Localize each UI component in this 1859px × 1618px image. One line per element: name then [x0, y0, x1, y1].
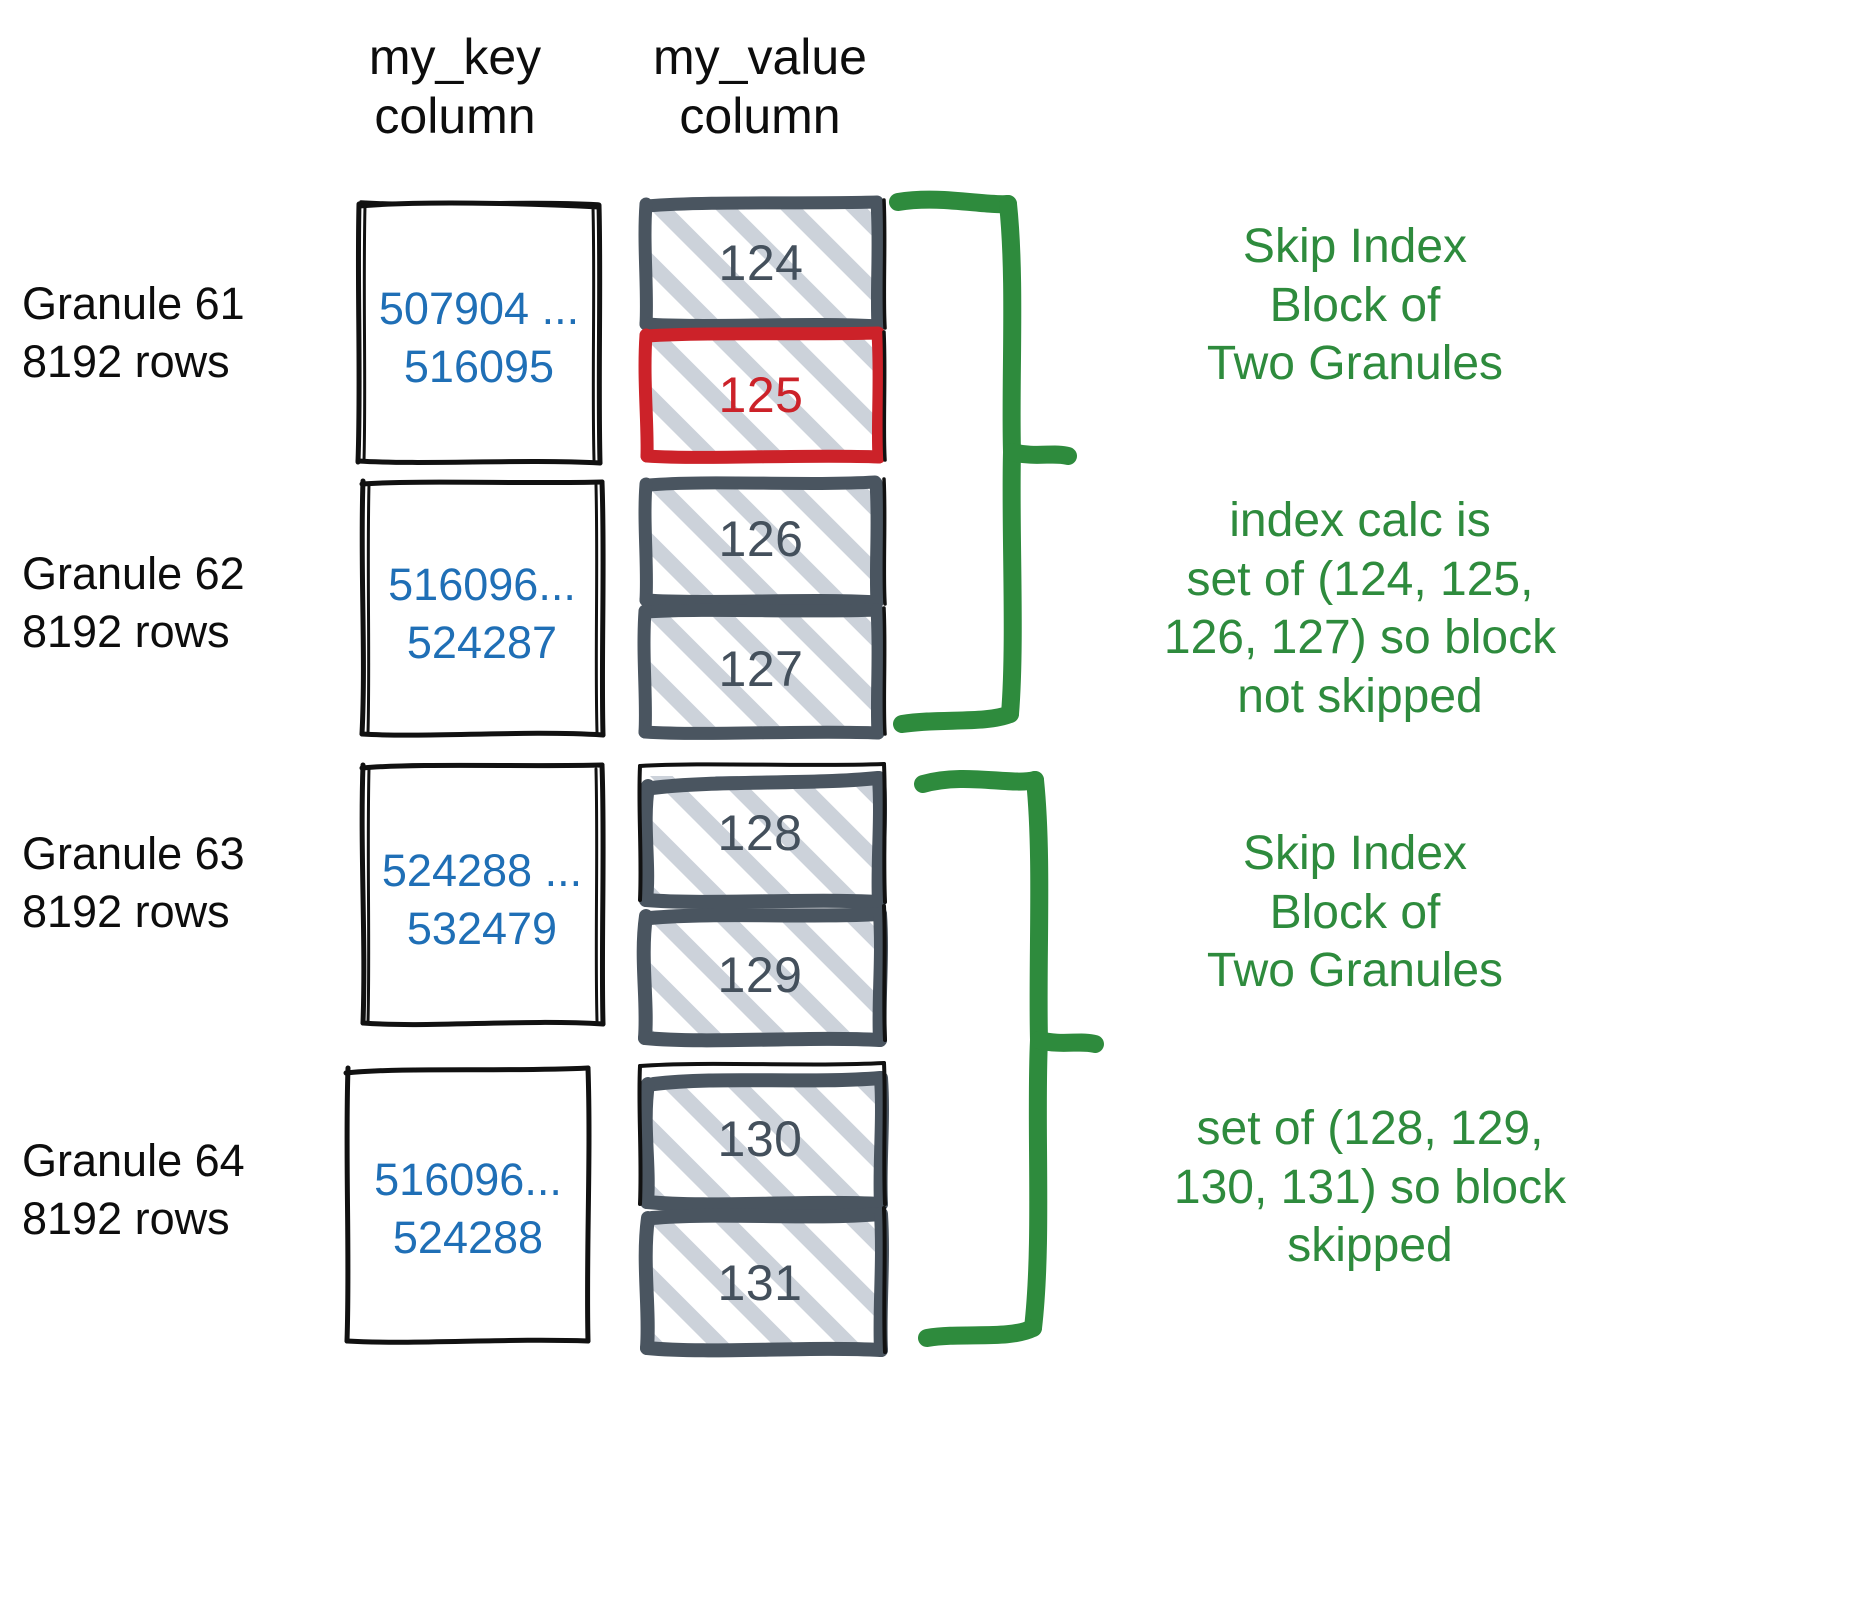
value-box-127: 127 [637, 603, 887, 740]
granule-label-61: Granule 61 8192 rows [22, 278, 245, 387]
key-range-granule-61: 507904 ... 516095 [378, 283, 580, 392]
value-label-131: 131 [717, 1255, 803, 1311]
granule-label-63: Granule 63 8192 rows [22, 828, 245, 937]
skip-index-bracket-bottom [914, 762, 1125, 1352]
key-range-granule-62: 516096... 524287 [388, 559, 576, 668]
column-header-my-value: my_value column [653, 29, 867, 144]
value-box-131: 131 [634, 1206, 889, 1358]
key-box-granule-63: 524288 ... 532479 [358, 760, 606, 1028]
annotation-skip-index-block-top: Skip Index Block of Two Granules [1206, 220, 1504, 391]
value-box-126: 126 [637, 475, 887, 609]
value-label-130: 130 [717, 1111, 803, 1167]
value-label-128: 128 [717, 805, 803, 861]
value-box-128: 128 [634, 760, 887, 909]
key-box-granule-61: 507904 ... 516095 [355, 198, 603, 466]
column-header-my-key: my_key column [368, 29, 542, 144]
value-label-125: 125 [718, 367, 804, 423]
granule-label-64: Granule 64 8192 rows [22, 1135, 245, 1244]
value-label-129: 129 [717, 947, 803, 1003]
value-box-130: 130 [634, 1058, 889, 1212]
key-box-granule-64: 516096... 524288 [342, 1063, 594, 1345]
key-range-granule-63: 524288 ... 532479 [381, 845, 583, 954]
value-box-129: 129 [634, 904, 888, 1048]
annotation-set-of-skipped: set of (128, 129, 130, 131) so block ski… [1173, 1102, 1567, 1273]
key-range-granule-64: 516096... 524288 [374, 1154, 562, 1263]
value-box-124: 124 [637, 195, 887, 333]
annotation-index-calc-not-skipped: index calc is set of (124, 125, 126, 127… [1163, 494, 1557, 723]
value-box-125-highlighted: 125 [637, 326, 887, 464]
value-label-124: 124 [718, 235, 804, 291]
annotation-skip-index-block-bottom: Skip Index Block of Two Granules [1206, 827, 1504, 998]
granule-label-62: Granule 62 8192 rows [22, 548, 245, 657]
key-box-granule-62: 516096... 524287 [358, 478, 606, 738]
value-label-127: 127 [718, 641, 804, 697]
skip-index-bracket-top [889, 190, 1100, 740]
value-label-126: 126 [718, 511, 804, 567]
